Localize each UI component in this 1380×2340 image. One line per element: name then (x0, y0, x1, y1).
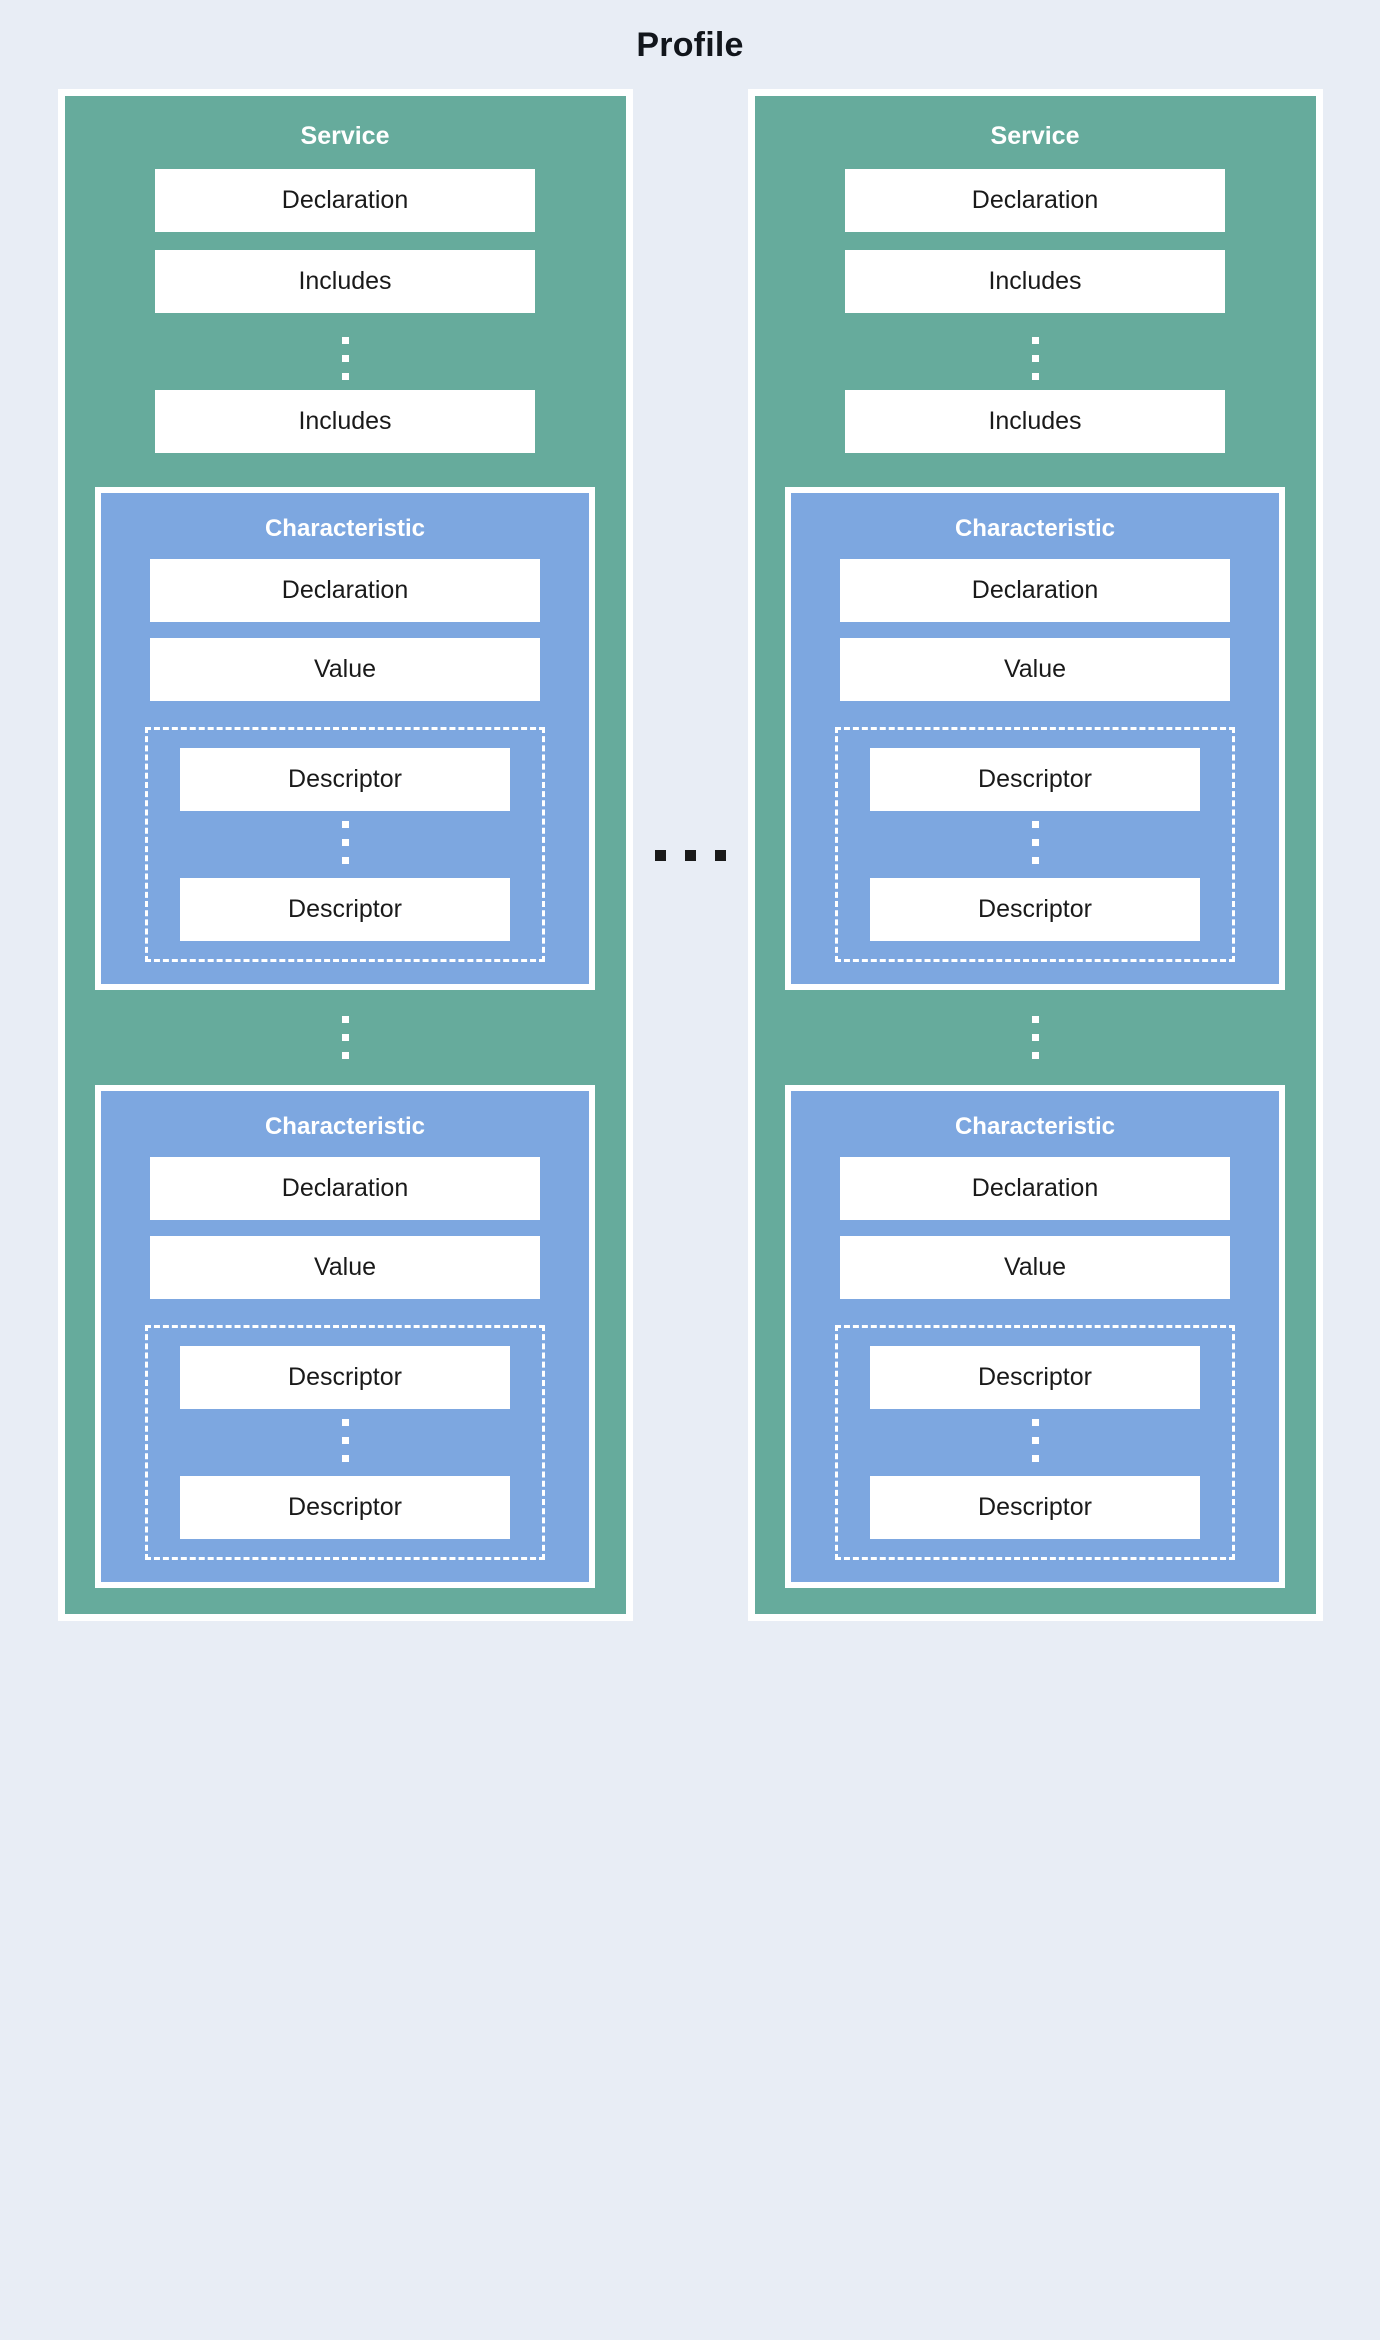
characteristic-declaration-box[interactable]: Declaration (150, 559, 540, 622)
ellipsis-dot (341, 1034, 349, 1041)
descriptor-box-last[interactable]: Descriptor (180, 1476, 510, 1539)
ellipsis-dot (1031, 337, 1039, 344)
ellipsis-dot (1031, 1437, 1039, 1444)
ellipsis-dot (1031, 1419, 1039, 1426)
ellipsis-dot (341, 857, 349, 864)
service-columns: Service Declaration Includes Includes Ch… (0, 65, 1380, 1621)
service-declaration-box[interactable]: Declaration (845, 169, 1225, 232)
descriptor-group: Descriptor Descriptor (835, 1325, 1235, 1560)
characteristic-title: Characteristic (954, 1113, 1116, 1140)
service-include-box-last[interactable]: Includes (845, 390, 1225, 453)
ellipsis-dot (341, 337, 349, 344)
ellipsis-dot (341, 1455, 349, 1462)
descriptor-ellipsis-icon (341, 1419, 349, 1462)
ellipsis-dot (341, 373, 349, 380)
ellipsis-dot (1031, 857, 1039, 864)
ellipsis-dot (1031, 1455, 1039, 1462)
characteristic-box[interactable]: Characteristic Declaration Value Descrip… (95, 487, 595, 990)
descriptor-box-first[interactable]: Descriptor (870, 1346, 1200, 1409)
characteristic-declaration-box[interactable]: Declaration (150, 1157, 540, 1220)
characteristic-title: Characteristic (264, 515, 426, 542)
ellipsis-dot (714, 849, 726, 861)
ellipsis-dot (1031, 355, 1039, 362)
ellipsis-dot (1031, 1034, 1039, 1041)
characteristic-value-box[interactable]: Value (150, 638, 540, 701)
service-column-right: Service Declaration Includes Includes Ch… (747, 89, 1323, 1621)
characteristic-declaration-box[interactable]: Declaration (840, 1157, 1230, 1220)
service-box[interactable]: Service Declaration Includes Includes Ch… (57, 89, 633, 1621)
ellipsis-dot (341, 839, 349, 846)
characteristic-title: Characteristic (264, 1113, 426, 1140)
characteristic-box[interactable]: Characteristic Declaration Value Descrip… (95, 1085, 595, 1588)
descriptor-group: Descriptor Descriptor (835, 727, 1235, 962)
ellipsis-dot (341, 1052, 349, 1059)
ellipsis-dot (341, 1437, 349, 1444)
service-include-box-first[interactable]: Includes (845, 250, 1225, 313)
descriptor-group: Descriptor Descriptor (145, 1325, 545, 1560)
page-title: Profile (636, 26, 744, 64)
service-title: Service (990, 122, 1080, 150)
characteristic-ellipsis-icon (779, 1016, 1292, 1059)
descriptor-box-last[interactable]: Descriptor (180, 878, 510, 941)
descriptor-ellipsis-icon (1031, 821, 1039, 864)
service-declaration-box[interactable]: Declaration (155, 169, 535, 232)
include-ellipsis-icon (779, 337, 1292, 380)
service-title: Service (300, 122, 390, 150)
characteristic-box[interactable]: Characteristic Declaration Value Descrip… (785, 487, 1285, 990)
characteristic-title: Characteristic (954, 515, 1116, 542)
descriptor-ellipsis-icon (341, 821, 349, 864)
ellipsis-dot (341, 1419, 349, 1426)
services-horizontal-ellipsis-icon (654, 849, 726, 861)
ellipsis-dot (341, 821, 349, 828)
descriptor-ellipsis-icon (1031, 1419, 1039, 1462)
characteristic-value-box[interactable]: Value (840, 638, 1230, 701)
ellipsis-dot (341, 1016, 349, 1023)
service-box[interactable]: Service Declaration Includes Includes Ch… (747, 89, 1323, 1621)
characteristic-declaration-box[interactable]: Declaration (840, 559, 1230, 622)
characteristic-ellipsis-icon (89, 1016, 602, 1059)
descriptor-box-first[interactable]: Descriptor (180, 1346, 510, 1409)
ellipsis-dot (341, 355, 349, 362)
service-column-left: Service Declaration Includes Includes Ch… (57, 89, 633, 1621)
ellipsis-dot (1031, 839, 1039, 846)
ellipsis-dot (1031, 1016, 1039, 1023)
characteristic-value-box[interactable]: Value (840, 1236, 1230, 1299)
descriptor-group: Descriptor Descriptor (145, 727, 545, 962)
descriptor-box-first[interactable]: Descriptor (870, 748, 1200, 811)
ellipsis-dot (684, 849, 696, 861)
ellipsis-dot (1031, 373, 1039, 380)
characteristic-value-box[interactable]: Value (150, 1236, 540, 1299)
service-include-box-first[interactable]: Includes (155, 250, 535, 313)
descriptor-box-last[interactable]: Descriptor (870, 1476, 1200, 1539)
ellipsis-dot (1031, 1052, 1039, 1059)
ellipsis-dot (1031, 821, 1039, 828)
services-ellipsis-container (633, 89, 748, 1621)
include-ellipsis-icon (89, 337, 602, 380)
ellipsis-dot (654, 849, 666, 861)
service-include-box-last[interactable]: Includes (155, 390, 535, 453)
characteristic-box[interactable]: Characteristic Declaration Value Descrip… (785, 1085, 1285, 1588)
descriptor-box-first[interactable]: Descriptor (180, 748, 510, 811)
descriptor-box-last[interactable]: Descriptor (870, 878, 1200, 941)
